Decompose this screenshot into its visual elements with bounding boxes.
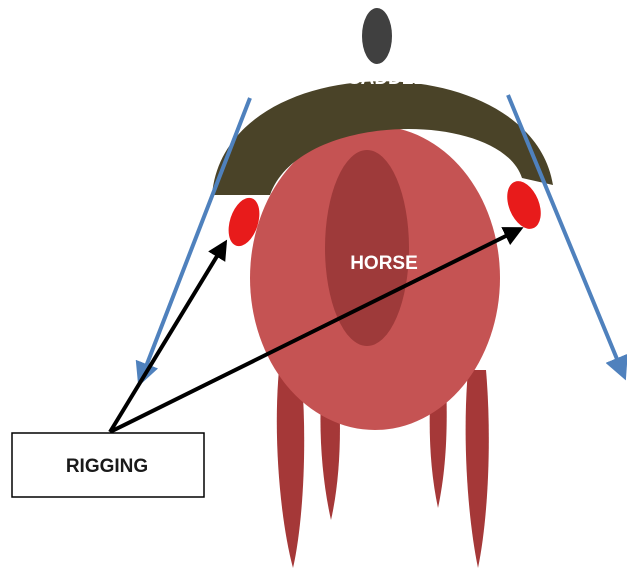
saddle-horn <box>362 8 392 64</box>
rigging-ring-right <box>501 176 548 234</box>
saddle-label: SADDLE <box>348 68 426 89</box>
cinch-line-right <box>508 95 624 376</box>
rigging-label: RIGGING <box>66 456 148 477</box>
leg-far-right <box>466 370 489 568</box>
horse-back <box>325 150 409 346</box>
horse-label: HORSE <box>350 253 418 274</box>
